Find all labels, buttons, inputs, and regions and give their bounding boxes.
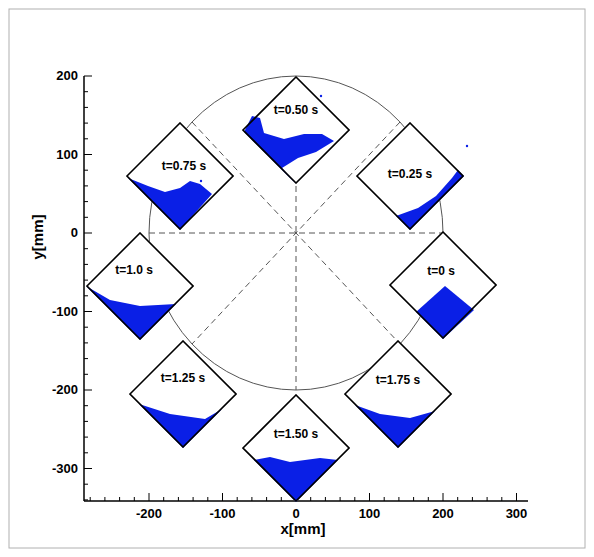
tank-diamond: t=0 s xyxy=(389,231,497,339)
tank-outline xyxy=(242,76,350,184)
time-label: t=0.50 s xyxy=(274,103,318,117)
tank-diamond: t=1.50 s xyxy=(242,394,350,502)
tank-diamond: t=1.75 s xyxy=(344,340,452,448)
tick-label: -100 xyxy=(52,304,78,320)
tank-outline xyxy=(126,122,234,230)
axis-ticks xyxy=(84,76,517,501)
tick-label: -300 xyxy=(52,461,78,477)
tank-outline xyxy=(242,394,350,502)
x-axis xyxy=(84,500,528,502)
tank-outline xyxy=(129,340,237,448)
y-axis xyxy=(83,76,85,501)
tick-label: 0 xyxy=(71,225,78,241)
tank-outline xyxy=(389,231,497,339)
fluid xyxy=(86,116,474,502)
tank-diamond: t=0.25 s xyxy=(356,122,464,230)
tick-label: 300 xyxy=(506,506,528,522)
tick-label: -100 xyxy=(209,506,235,522)
time-label: t=1.75 s xyxy=(376,373,420,387)
tank-diamond: t=0.50 s xyxy=(242,76,350,184)
axis-title: y[mm] xyxy=(30,214,46,259)
tank-diamond: t=1.25 s xyxy=(129,340,237,448)
tick-label: -200 xyxy=(52,382,78,398)
time-label: t=1.0 s xyxy=(115,263,153,277)
tank-interiors xyxy=(86,76,497,502)
tank-diamond: t=1.0 s xyxy=(86,232,194,340)
tick-label: 0 xyxy=(292,506,299,522)
outer-frame xyxy=(9,9,585,548)
tick-label: 200 xyxy=(56,68,78,84)
tick-label: -200 xyxy=(136,506,162,522)
tick-label: 200 xyxy=(432,506,454,522)
tank-diamond: t=0.75 s xyxy=(126,122,234,230)
tank-outline xyxy=(344,340,452,448)
time-label: t=0.25 s xyxy=(388,167,432,181)
droplet xyxy=(200,180,202,182)
droplet xyxy=(466,145,468,147)
time-label: t=0.75 s xyxy=(162,159,206,173)
tick-label: 100 xyxy=(359,506,381,522)
tank-outline xyxy=(86,232,194,340)
time-label: t=0 s xyxy=(427,264,455,278)
tick-label: 100 xyxy=(56,147,78,163)
droplet xyxy=(320,95,322,97)
axis-title: x[mm] xyxy=(280,521,325,537)
time-label: t=1.25 s xyxy=(161,371,205,385)
time-label: t=1.50 s xyxy=(274,427,318,441)
